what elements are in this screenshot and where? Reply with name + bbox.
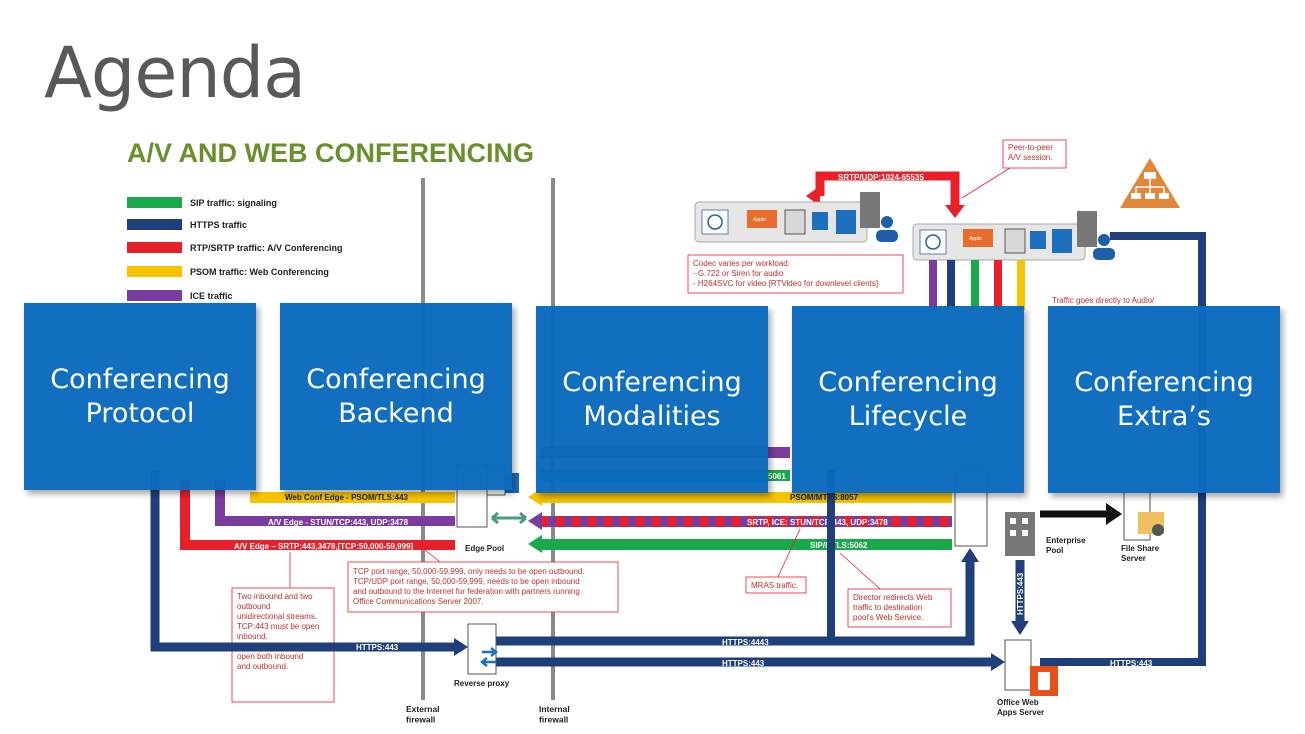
https4443-line bbox=[496, 560, 975, 646]
sip-mtls-line bbox=[540, 539, 952, 550]
legend-label-sip: SIP traffic: signaling bbox=[190, 198, 277, 208]
slide-title: Agenda bbox=[44, 32, 306, 114]
https4443-label: HTTPS:4443 bbox=[722, 638, 769, 647]
legend-swatch-ice bbox=[127, 290, 182, 301]
srtp-udp-label: SRTP/UDP:1024-65535 bbox=[838, 173, 924, 182]
legend-swatch-rtp bbox=[127, 242, 182, 253]
legend-label-https: HTTPS traffic bbox=[190, 220, 247, 230]
legend-swatch-https bbox=[127, 219, 182, 230]
apple-label-1: Apple bbox=[753, 217, 766, 223]
partial-5061-label: 5061 bbox=[768, 472, 786, 481]
tile-conferencing-lifecycle[interactable]: Conferencing Lifecycle bbox=[792, 306, 1024, 493]
https443-bottom-label: HTTPS:443 bbox=[722, 659, 765, 668]
tile-label: Conferencing Lifecycle bbox=[818, 366, 998, 432]
https443-vertical-label: HTTPS:443 bbox=[1016, 572, 1025, 615]
tile-label: Conferencing Backend bbox=[306, 363, 486, 429]
psom-mtls-line bbox=[540, 492, 952, 503]
tile-label: Conferencing Extra’s bbox=[1074, 366, 1254, 432]
tile-conferencing-extras[interactable]: Conferencing Extra’s bbox=[1048, 306, 1280, 493]
hierarchy-warning-icon bbox=[1120, 158, 1180, 208]
srtp-edge-line bbox=[180, 480, 455, 550]
mras-note: MRAS traffic. bbox=[751, 581, 798, 590]
legend-label-rtp: RTP/SRTP traffic: A/V Conferencing bbox=[190, 243, 343, 253]
https443-left-label: HTTPS:443 bbox=[356, 643, 399, 652]
srtp-ice-label: SRTP, ICE: STUN/TCP:443, UDP:3478 bbox=[747, 518, 888, 527]
remote-client-group: Apple bbox=[694, 192, 898, 243]
tile-label: Conferencing Protocol bbox=[50, 363, 230, 429]
legend: SIP traffic: signaling HTTPS traffic RTP… bbox=[127, 197, 343, 301]
psom-edge-line bbox=[250, 492, 455, 503]
psom-mtls-label: PSOM/MTLS:8057 bbox=[790, 493, 859, 502]
sip-mtls-label: SIP/MTLS:5062 bbox=[810, 541, 868, 550]
av-edge-stun-label: A/V Edge - STUN/TCP:443, UDP:3478 bbox=[268, 518, 409, 527]
reverse-proxy-label: Reverse proxy bbox=[454, 679, 510, 688]
tile-conferencing-backend[interactable]: Conferencing Backend bbox=[280, 303, 512, 490]
tile-label: Conferencing Modalities bbox=[562, 366, 742, 432]
legend-swatch-psom bbox=[127, 266, 182, 277]
srtp-ice-line bbox=[540, 516, 952, 527]
tile-conferencing-modalities[interactable]: Conferencing Modalities bbox=[536, 306, 768, 493]
apple-label-2: Apple bbox=[969, 236, 982, 242]
tile-conferencing-protocol[interactable]: Conferencing Protocol bbox=[24, 303, 256, 490]
diagram-heading: A/V AND WEB CONFERENCING bbox=[127, 138, 534, 168]
av-edge-srtp-label: A/V Edge – SRTP:443,3478,[TCP:50,000-59,… bbox=[234, 542, 414, 551]
web-conf-edge-label: Web Conf Edge - PSOM/TLS:443 bbox=[285, 493, 409, 502]
legend-label-psom: PSOM traffic: Web Conferencing bbox=[190, 267, 329, 277]
internal-client-group: Apple bbox=[912, 211, 1115, 261]
https-main-line bbox=[150, 470, 460, 652]
office-web-apps-server bbox=[1004, 639, 1058, 696]
legend-swatch-sip bbox=[127, 197, 182, 208]
legend-label-ice: ICE traffic bbox=[190, 291, 233, 301]
edge-pool-label: Edge Pool bbox=[465, 544, 504, 553]
reverse-proxy-server bbox=[467, 623, 499, 675]
stun-edge-line bbox=[215, 480, 455, 526]
file-share-server bbox=[1123, 487, 1164, 541]
traffic-note: Traffic goes directly to Audio/ bbox=[1052, 296, 1155, 305]
https443-right-label: HTTPS:443 bbox=[1110, 659, 1153, 668]
codec-note: Codec varies per workload:- G.722 or Sir… bbox=[693, 259, 878, 288]
tcp-port-note: TCP port range, 50,000-59,999, only need… bbox=[353, 567, 585, 606]
